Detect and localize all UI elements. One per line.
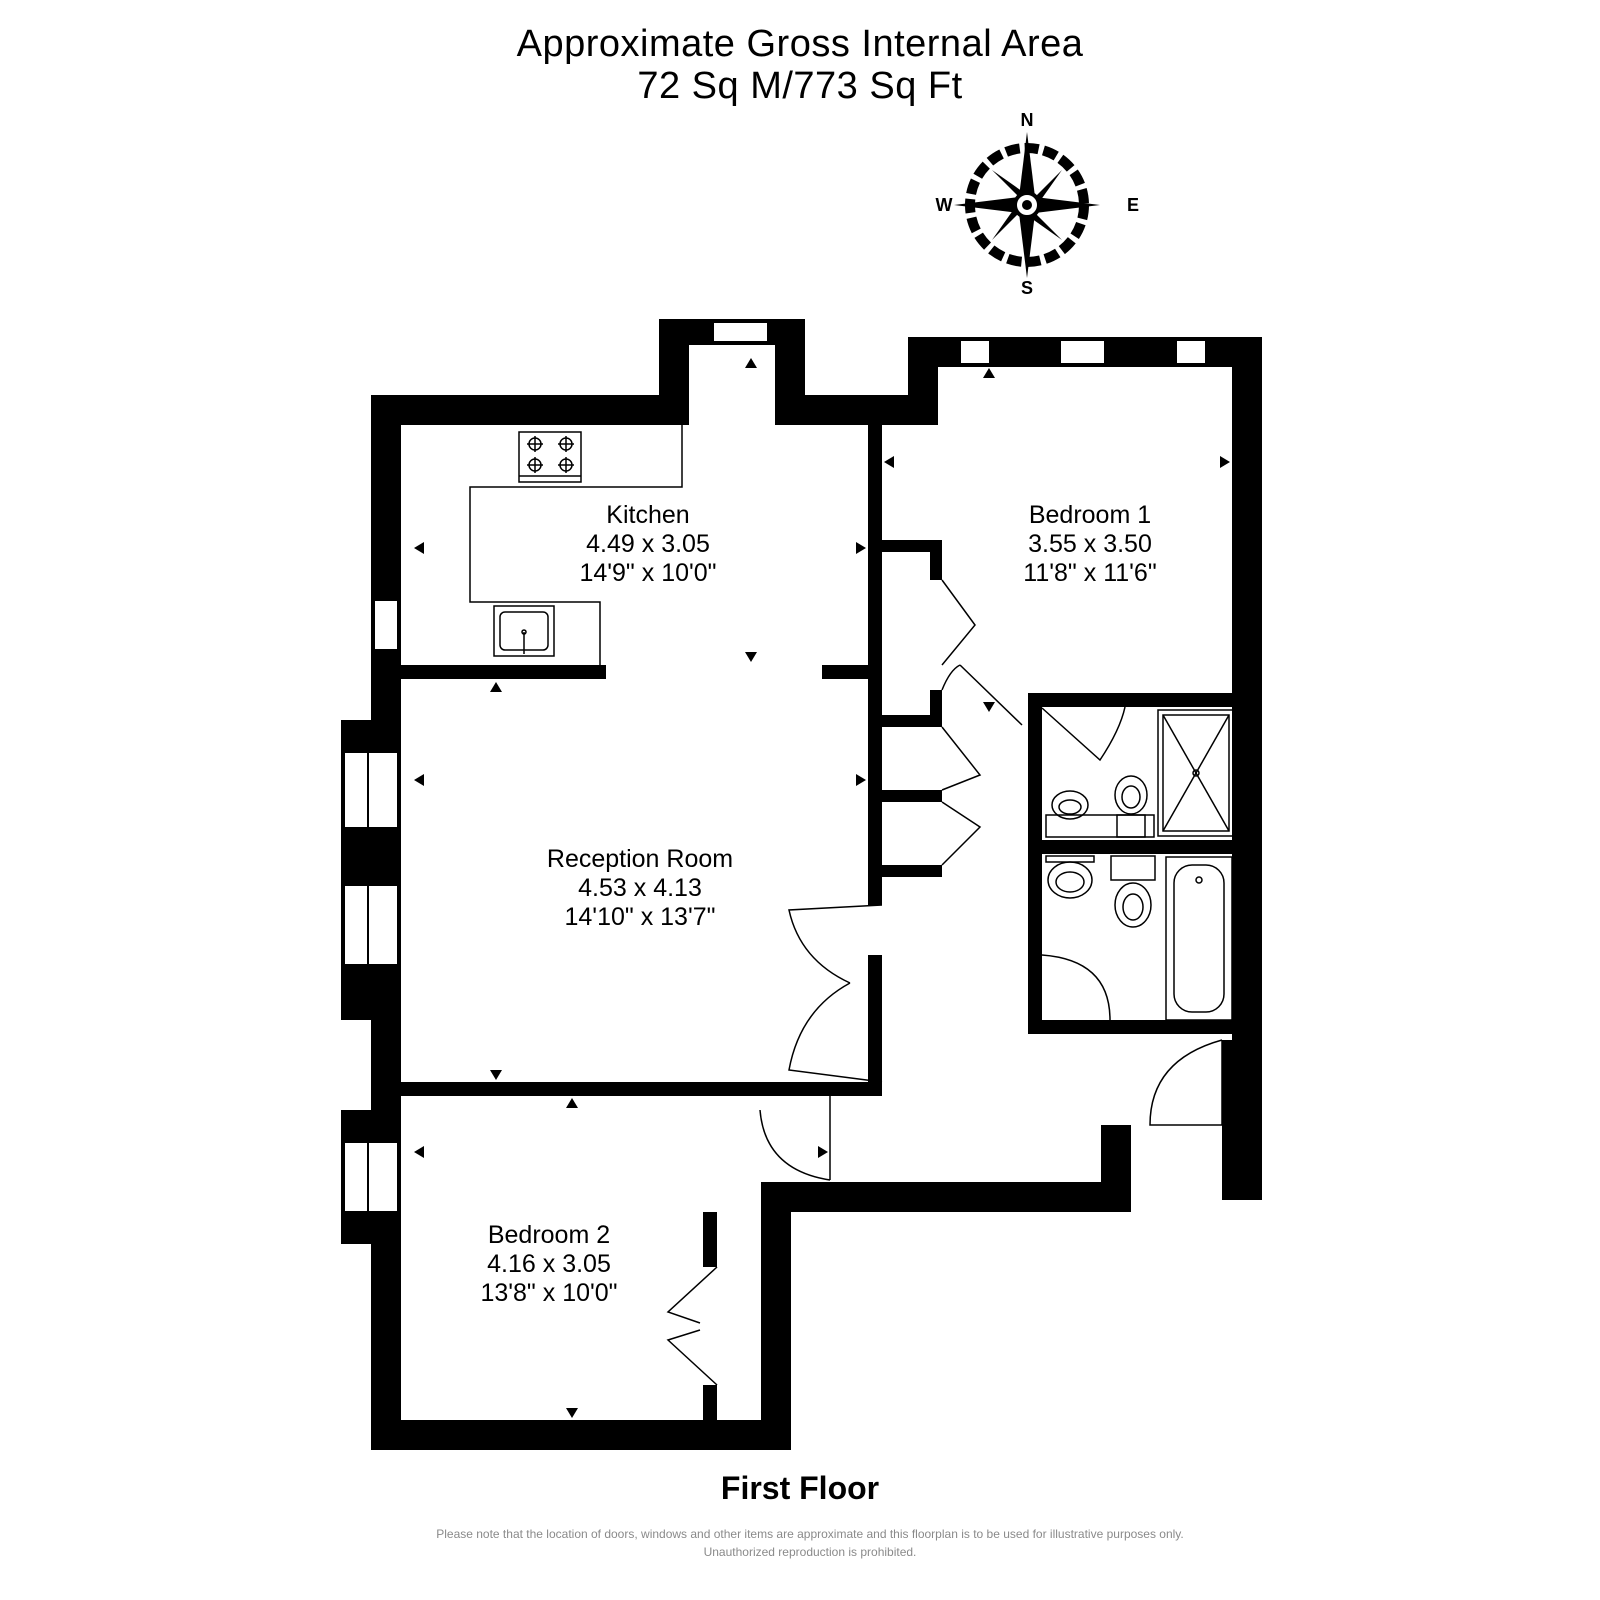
kitchen-worktop — [469, 425, 683, 665]
bathtub-icon — [1165, 856, 1233, 1021]
compass-n-label: N — [1021, 110, 1034, 130]
toilet-icon-2 — [1110, 855, 1156, 928]
bedroom1-name: Bedroom 1 — [1029, 501, 1151, 529]
bedroom1-metric: 3.55 x 3.50 — [1028, 530, 1152, 558]
room-reception: Reception Room 4.53 x 4.13 14'10" x 13'7… — [547, 845, 733, 931]
room-bedroom1: Bedroom 1 3.55 x 3.50 11'8" x 11'6" — [1023, 501, 1156, 587]
bedroom2-imperial: 13'8" x 10'0" — [480, 1279, 617, 1307]
kitchen-metric: 4.49 x 3.05 — [586, 530, 710, 558]
kitchen-name: Kitchen — [606, 501, 689, 529]
reception-metric: 4.53 x 4.13 — [578, 874, 702, 902]
hob-icon — [518, 431, 582, 483]
compass-rose-icon: N E S W — [936, 110, 1140, 298]
reception-imperial: 14'10" x 13'7" — [564, 903, 715, 931]
compass-e-label: E — [1127, 195, 1139, 215]
compass-w-label: W — [936, 195, 953, 215]
floor-label: First Floor — [720, 1470, 880, 1506]
dimension-markers — [414, 358, 1230, 1418]
sink-icon — [493, 605, 555, 657]
bedroom2-name: Bedroom 2 — [488, 1221, 610, 1249]
area-value: 72 Sq M/773 Sq Ft — [637, 65, 963, 107]
windows — [343, 321, 1207, 1213]
bath-washbasin-icon — [1045, 855, 1095, 899]
toilet-icon — [1114, 775, 1148, 838]
bedroom2-metric: 4.16 x 3.05 — [487, 1250, 611, 1278]
washbasin-icon — [1045, 790, 1155, 838]
room-kitchen: Kitchen 4.49 x 3.05 14'9" x 10'0" — [579, 501, 716, 587]
bedroom1-imperial: 11'8" x 11'6" — [1023, 559, 1156, 587]
compass-s-label: S — [1021, 278, 1033, 298]
doors — [666, 579, 1223, 1386]
disclaimer-text: Please note that the location of doors, … — [436, 1527, 1184, 1559]
shower-icon — [1157, 709, 1235, 837]
room-bedroom2: Bedroom 2 4.16 x 3.05 13'8" x 10'0" — [480, 1221, 617, 1307]
area-title: Approximate Gross Internal Area — [516, 23, 1084, 65]
kitchen-imperial: 14'9" x 10'0" — [579, 559, 716, 587]
walls — [341, 319, 1262, 1450]
reception-name: Reception Room — [547, 845, 733, 873]
